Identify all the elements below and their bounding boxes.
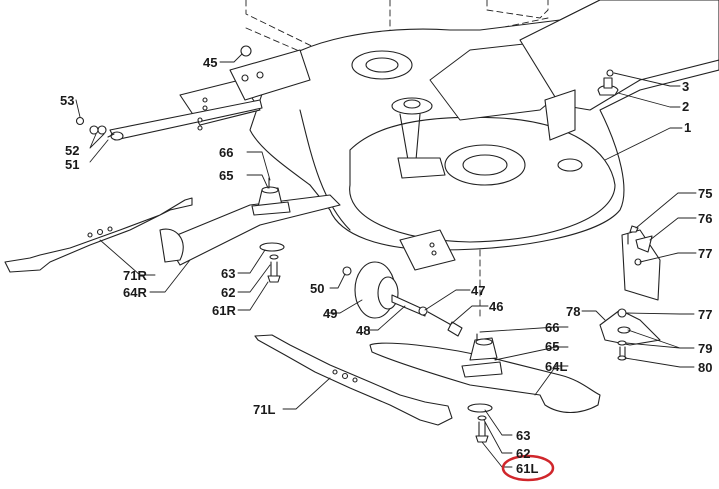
part-label-61L: 61L bbox=[516, 461, 539, 476]
part-label-77-top: 77 bbox=[698, 246, 713, 261]
part-label-64R: 64R bbox=[123, 285, 147, 300]
part-label-45: 45 bbox=[203, 55, 218, 70]
part-label-51: 51 bbox=[65, 157, 80, 172]
part-label-62-left: 62 bbox=[516, 446, 531, 461]
part-label-46: 46 bbox=[489, 299, 504, 314]
part-label-1: 1 bbox=[684, 120, 692, 135]
part-label-65-left: 65 bbox=[545, 339, 560, 354]
highlight-circle bbox=[501, 454, 555, 482]
leader-lines bbox=[75, 53, 697, 468]
part-label-50: 50 bbox=[310, 281, 325, 296]
part-label-49: 49 bbox=[323, 306, 338, 321]
part-label-63-left: 63 bbox=[516, 428, 531, 443]
mower-deck bbox=[249, 0, 719, 251]
blade-71R bbox=[4, 197, 193, 273]
part-label-2: 2 bbox=[682, 99, 690, 114]
part-label-64L: 64L bbox=[545, 359, 568, 374]
part-label-61R: 61R bbox=[212, 303, 236, 318]
part-label-48: 48 bbox=[356, 323, 371, 338]
right-blade-assembly bbox=[159, 177, 341, 283]
part-label-53: 53 bbox=[60, 93, 75, 108]
part-label-79: 79 bbox=[698, 341, 713, 356]
part-label-62-right: 62 bbox=[221, 285, 236, 300]
part-label-80: 80 bbox=[698, 360, 713, 375]
mulch-plug-parts bbox=[599, 225, 661, 361]
part-label-76: 76 bbox=[698, 211, 713, 226]
lift-linkage bbox=[109, 49, 311, 141]
part-label-66-left: 66 bbox=[545, 320, 560, 335]
part-label-71L: 71L bbox=[253, 402, 276, 417]
part-label-63-right: 63 bbox=[221, 266, 236, 281]
blade-71L bbox=[254, 334, 453, 426]
part-label-3: 3 bbox=[682, 79, 690, 94]
small-hardware bbox=[75, 45, 619, 276]
part-label-47: 47 bbox=[471, 283, 486, 298]
part-label-75: 75 bbox=[698, 186, 713, 201]
part-label-65-right: 65 bbox=[219, 168, 234, 183]
part-label-78: 78 bbox=[566, 304, 581, 319]
part-label-52: 52 bbox=[65, 143, 80, 158]
left-blade-assembly bbox=[369, 333, 601, 443]
part-label-71R: 71R bbox=[123, 268, 147, 283]
caster-wheel bbox=[354, 229, 463, 337]
part-label-77-bottom: 77 bbox=[698, 307, 713, 322]
part-label-66-right: 66 bbox=[219, 145, 234, 160]
